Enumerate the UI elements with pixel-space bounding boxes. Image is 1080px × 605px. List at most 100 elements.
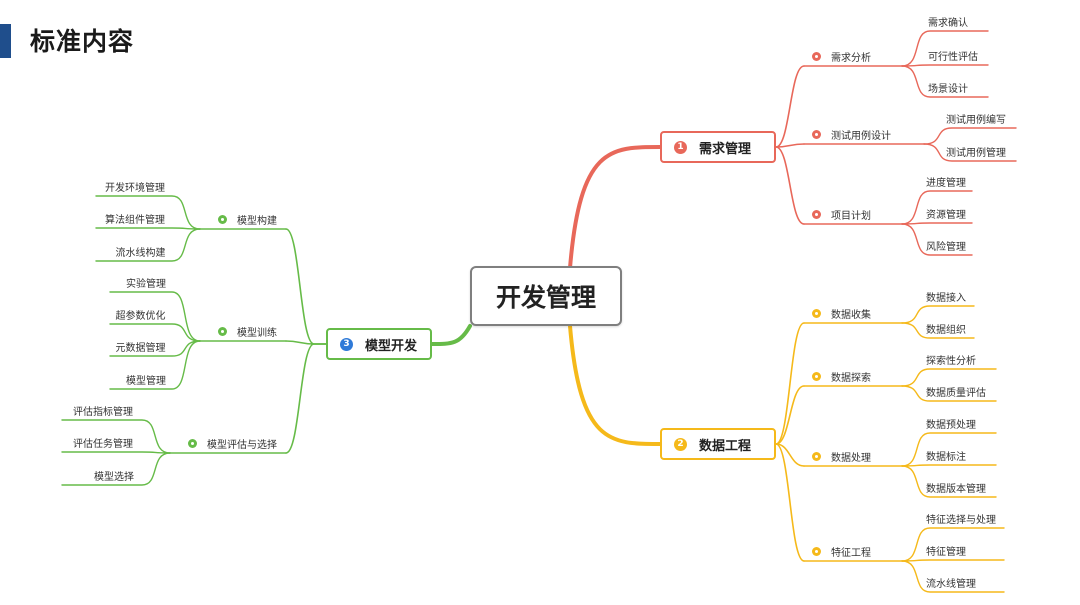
leaf-1-3-1[interactable]: 特征管理: [926, 547, 966, 558]
connector-leaf-1-3-0: [901, 527, 1005, 562]
connector-leaf-2-1-3: [109, 340, 201, 390]
bullet-dot-icon: [218, 326, 227, 336]
connector-sub-1-0: [775, 322, 805, 445]
leaf-2-1-2[interactable]: 元数据管理: [115, 343, 166, 354]
page-title: 标准内容: [30, 27, 135, 56]
bullet-dot-icon: [812, 51, 821, 61]
leaf-2-1-1[interactable]: 超参数优化: [115, 311, 166, 322]
title-accent-bar: [0, 24, 11, 58]
branch-number-badge-0: 1: [674, 140, 687, 154]
connector-leaf-1-1-0: [901, 368, 997, 387]
connector-leaf-2-2-0: [61, 419, 171, 454]
sub-topic-1-2[interactable]: 数据处理: [812, 448, 871, 464]
connector-sub-0-1: [775, 143, 805, 148]
sub-topic-0-2[interactable]: 项目计划: [812, 206, 871, 222]
leaf-0-1-0[interactable]: 测试用例编写: [946, 115, 1006, 126]
leaf-2-0-2[interactable]: 流水线构建: [115, 248, 166, 259]
branch-node-2[interactable]: 3 模型开发: [326, 328, 432, 360]
sub-topic-label-2-2: 模型评估与选择: [207, 439, 277, 451]
connector-leaf-0-0-2: [901, 65, 989, 98]
sub-topic-label-0-0: 需求分析: [831, 52, 871, 64]
leaf-2-1-0[interactable]: 实验管理: [126, 279, 166, 290]
bullet-dot-icon: [812, 546, 821, 556]
branch-number-badge-2: 3: [340, 337, 353, 351]
sub-topic-0-0[interactable]: 需求分析: [812, 48, 871, 64]
bullet-dot-icon: [812, 308, 821, 318]
bullet-dot-icon: [218, 214, 227, 224]
leaf-0-0-0[interactable]: 需求确认: [928, 18, 968, 29]
leaf-0-2-0[interactable]: 进度管理: [926, 178, 966, 189]
connector-leaf-1-2-2: [901, 465, 997, 498]
bullet-dot-icon: [812, 209, 821, 219]
leaf-2-0-0[interactable]: 开发环境管理: [105, 183, 165, 194]
leaf-1-3-2[interactable]: 流水线管理: [926, 579, 976, 590]
sub-topic-label-2-0: 模型构建: [237, 215, 277, 227]
leaf-1-3-0[interactable]: 特征选择与处理: [926, 515, 996, 526]
bullet-dot-icon: [812, 451, 821, 461]
sub-topic-1-0[interactable]: 数据收集: [812, 305, 871, 321]
sub-topic-label-1-0: 数据收集: [831, 309, 871, 321]
connector-root-1: [568, 324, 662, 446]
sub-topic-1-3[interactable]: 特征工程: [812, 543, 871, 559]
connector-leaf-0-0-0: [901, 30, 989, 67]
connector-sub-0-0: [775, 65, 805, 148]
connector-sub-1-2: [775, 443, 805, 467]
connector-leaf-2-2-1: [61, 451, 171, 454]
leaf-2-0-1[interactable]: 算法组件管理: [105, 215, 165, 226]
sub-topic-label-1-3: 特征工程: [831, 547, 871, 559]
connector-leaf-1-2-1: [901, 464, 997, 467]
leaf-1-1-0[interactable]: 探索性分析: [926, 356, 976, 367]
connector-leaf-1-3-1: [901, 559, 1005, 562]
leaf-0-0-2[interactable]: 场景设计: [928, 84, 968, 95]
branch-number-badge-1: 2: [674, 437, 687, 451]
connector-leaf-2-1-0: [109, 291, 201, 342]
connector-leaf-2-0-2: [95, 228, 201, 262]
leaf-1-1-1[interactable]: 数据质量评估: [926, 388, 986, 399]
branch-label-2: 模型开发: [365, 338, 418, 354]
sub-topic-2-2[interactable]: 模型评估与选择: [188, 435, 277, 451]
leaf-1-2-1[interactable]: 数据标注: [926, 452, 966, 463]
sub-topic-2-1[interactable]: 模型训练: [218, 323, 277, 339]
connector-leaf-1-0-0: [901, 305, 975, 324]
sub-topic-0-1[interactable]: 测试用例设计: [812, 126, 891, 142]
connector-leaf-1-3-2: [901, 560, 1005, 593]
leaf-1-0-1[interactable]: 数据组织: [926, 325, 966, 336]
connector-root-2: [430, 324, 472, 346]
leaf-0-0-1[interactable]: 可行性评估: [928, 52, 978, 63]
leaf-1-2-2[interactable]: 数据版本管理: [926, 484, 986, 495]
leaf-0-2-1[interactable]: 资源管理: [926, 210, 966, 221]
connector-leaf-2-2-2: [61, 452, 171, 486]
sub-topic-2-0[interactable]: 模型构建: [218, 211, 277, 227]
leaf-2-2-2[interactable]: 模型选择: [94, 472, 134, 483]
connector-leaf-0-2-1: [901, 222, 973, 225]
leaf-2-2-0[interactable]: 评估指标管理: [73, 407, 133, 418]
connector-leaf-2-1-2: [109, 340, 201, 357]
connector-sub-1-3: [775, 443, 805, 562]
connector-leaf-1-0-1: [901, 322, 975, 339]
connector-leaf-0-1-1: [923, 143, 1017, 162]
branch-node-1[interactable]: 2 数据工程: [660, 428, 776, 460]
connector-leaf-2-1-1: [109, 323, 201, 342]
connector-sub-2-0: [285, 228, 327, 345]
connector-leaf-0-1-0: [923, 127, 1017, 145]
connector-leaf-0-2-2: [901, 223, 973, 256]
connector-leaf-1-1-1: [901, 385, 997, 402]
bullet-dot-icon: [188, 438, 197, 448]
leaf-0-2-2[interactable]: 风险管理: [926, 242, 966, 253]
connector-leaf-0-0-1: [901, 64, 989, 67]
branch-label-1: 数据工程: [699, 438, 752, 454]
root-node[interactable]: 开发管理: [470, 266, 622, 326]
leaf-2-2-1[interactable]: 评估任务管理: [73, 439, 133, 450]
bullet-dot-icon: [812, 371, 821, 381]
leaf-1-0-0[interactable]: 数据接入: [926, 293, 966, 304]
leaf-2-1-3[interactable]: 模型管理: [126, 376, 166, 387]
sub-topic-label-1-2: 数据处理: [831, 452, 871, 464]
sub-topic-label-1-1: 数据探索: [831, 372, 871, 384]
leaf-1-2-0[interactable]: 数据预处理: [926, 420, 976, 431]
sub-topic-1-1[interactable]: 数据探索: [812, 368, 871, 384]
connector-sub-0-2: [775, 146, 805, 225]
leaf-0-1-1[interactable]: 测试用例管理: [946, 148, 1006, 159]
